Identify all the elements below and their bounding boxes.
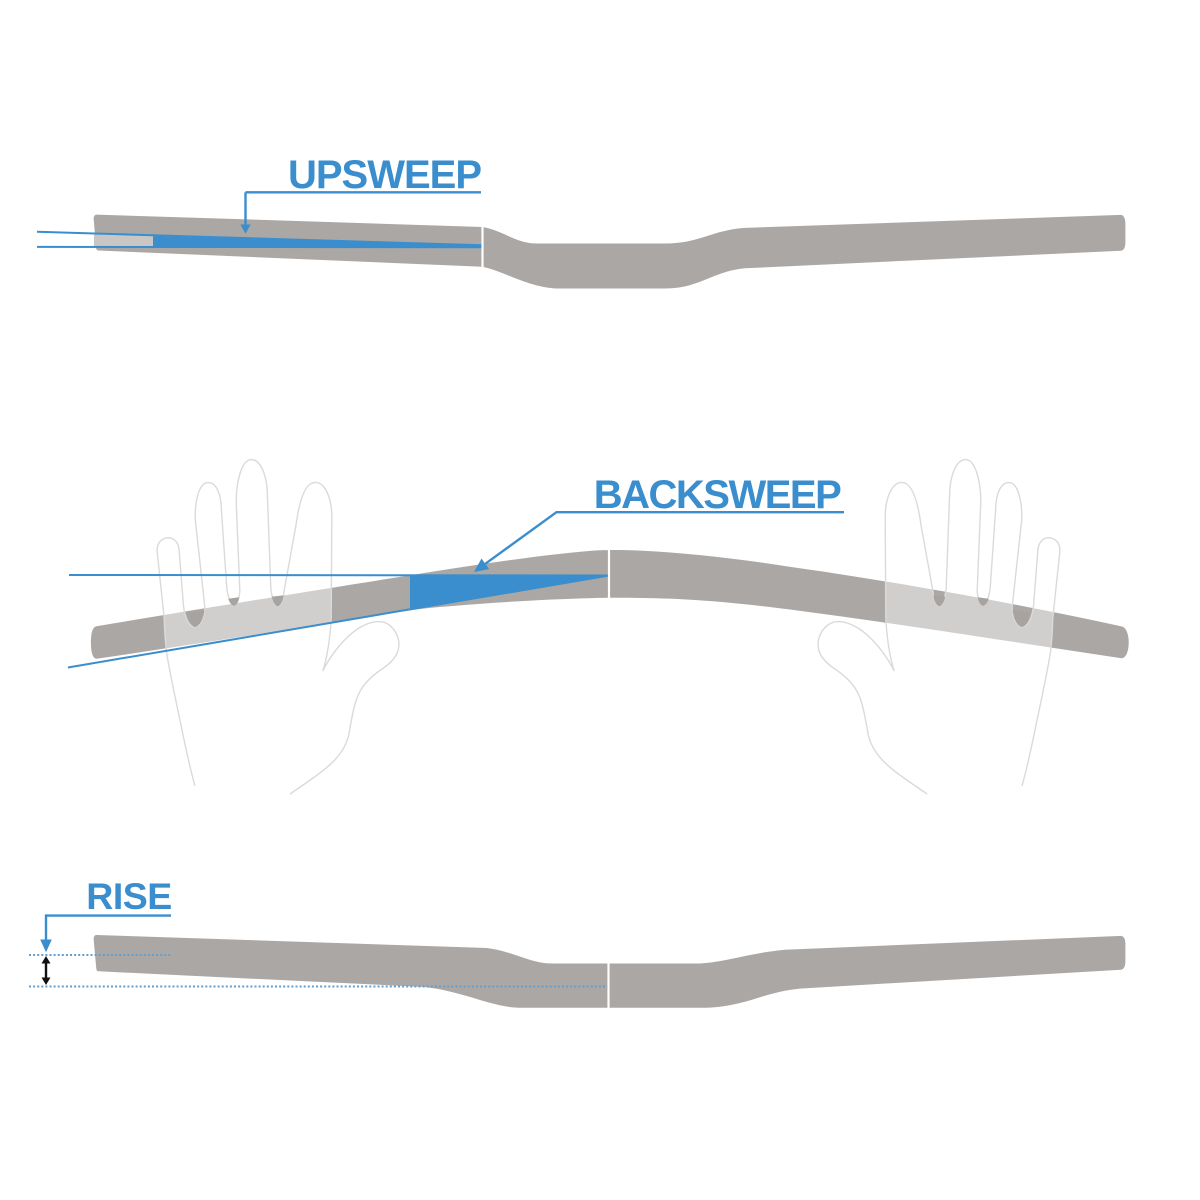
svg-text:UPSWEEP: UPSWEEP (288, 153, 481, 197)
svg-text:BACKSWEEP: BACKSWEEP (594, 473, 841, 517)
svg-text:RISE: RISE (86, 875, 172, 917)
